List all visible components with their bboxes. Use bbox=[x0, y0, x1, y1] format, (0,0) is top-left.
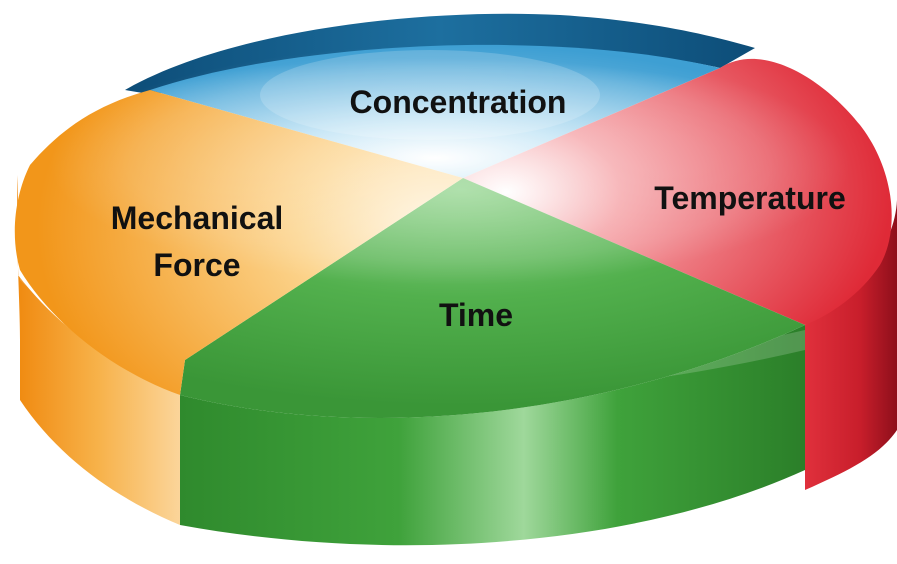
mechanical-force-label-line2: Force bbox=[153, 247, 240, 283]
time-segment bbox=[180, 178, 805, 418]
mechanical-force-label-line1: Mechanical bbox=[111, 200, 284, 236]
mechanical-force-side bbox=[17, 175, 181, 525]
concentration-rim bbox=[125, 13, 755, 95]
concentration-label: Concentration bbox=[350, 84, 567, 120]
time-side bbox=[180, 325, 805, 546]
temperature-label: Temperature bbox=[654, 180, 845, 216]
time-label: Time bbox=[439, 297, 513, 333]
